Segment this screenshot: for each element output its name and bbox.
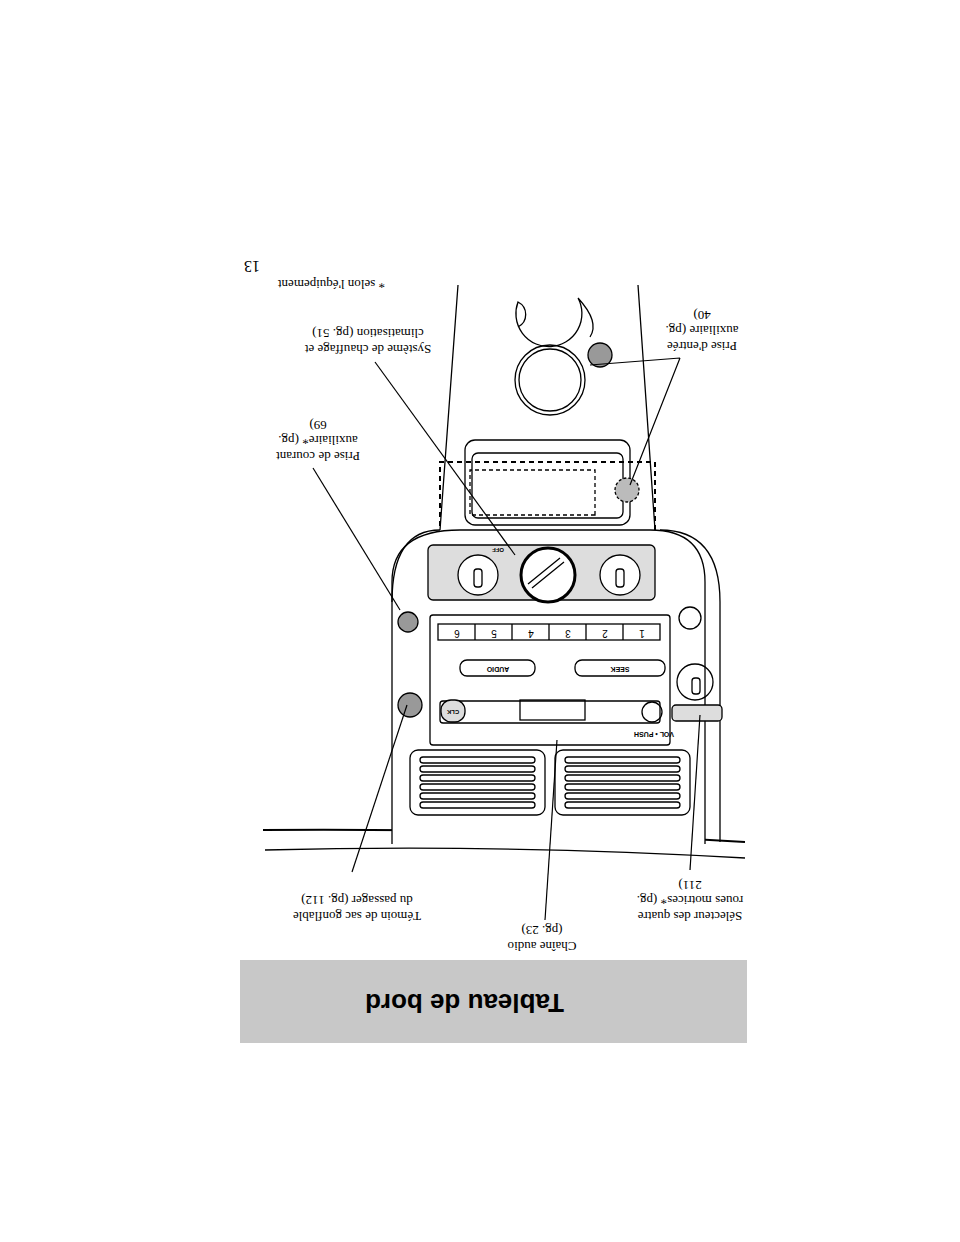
button-label: CLK — [442, 708, 464, 715]
volume-knob — [642, 702, 662, 722]
footnote: * selon l'équipement — [245, 276, 385, 292]
preset-dividers — [475, 624, 623, 640]
vent-slat — [420, 775, 535, 781]
inner-dashed — [470, 470, 595, 515]
dash-edge — [265, 848, 745, 858]
power-outlet — [398, 612, 418, 632]
preset-number: 3 — [560, 627, 576, 639]
4wd-knob — [677, 664, 713, 700]
seek-button — [575, 660, 665, 676]
page-number: 13 — [230, 257, 260, 276]
vent-slat — [420, 802, 535, 808]
callout-text: Chaîne audio (pg. 23) — [497, 923, 587, 954]
button-label: AUDIO — [478, 665, 518, 673]
radio-strip — [440, 701, 660, 723]
preset-number: 5 — [486, 627, 502, 639]
page-title: Tableau de bord — [365, 987, 595, 1018]
4wd-knob-grip — [692, 678, 700, 694]
vent-slat — [420, 757, 535, 763]
vent-slat — [565, 784, 680, 790]
vent-slat — [420, 784, 535, 790]
vent-slat — [565, 775, 680, 781]
bezel — [392, 530, 705, 844]
callout-text: Prise de courant auxiliaire* (pg. 69) — [273, 417, 363, 464]
vent-slat — [420, 793, 535, 799]
vent-slat — [565, 766, 680, 772]
cup-holder — [516, 298, 593, 347]
callout-text: Prise d'entrée auxiliaire (pg. 40) — [662, 307, 742, 354]
preset-number: 6 — [449, 627, 465, 639]
leader-lines — [313, 358, 700, 920]
tune-button — [441, 700, 465, 722]
button-label: VOL • PUSH — [626, 730, 674, 738]
callout-text: Témoin de sac gonflable du passager (pg.… — [287, 893, 427, 924]
audio-button — [460, 660, 535, 676]
airbag-lamp — [398, 693, 422, 717]
radio-panel — [430, 615, 670, 745]
vent-slat — [565, 793, 680, 799]
air-vents — [410, 750, 690, 815]
callout-text: Système de chauffage et climatisation (p… — [303, 326, 433, 357]
preset-number: 4 — [523, 627, 539, 639]
console-bin — [465, 440, 630, 525]
vent-slat — [565, 802, 680, 808]
radio-display — [520, 700, 585, 720]
console-bin-inner — [472, 453, 623, 518]
hvac-label: OFF — [488, 546, 508, 553]
4wd-buttons — [672, 705, 722, 721]
header-band — [240, 960, 747, 1043]
aux-input — [615, 478, 639, 502]
preset-number: 1 — [634, 627, 650, 639]
preset-number: 2 — [597, 627, 613, 639]
plug — [679, 607, 701, 629]
button-label: SEEK — [600, 665, 640, 673]
console-outline — [440, 285, 655, 530]
callout-text: Sélecteur des quatre roues motrices* (pg… — [628, 877, 753, 924]
vent-slat — [420, 766, 535, 772]
vent-slat — [565, 757, 680, 763]
preset-row — [438, 624, 660, 640]
